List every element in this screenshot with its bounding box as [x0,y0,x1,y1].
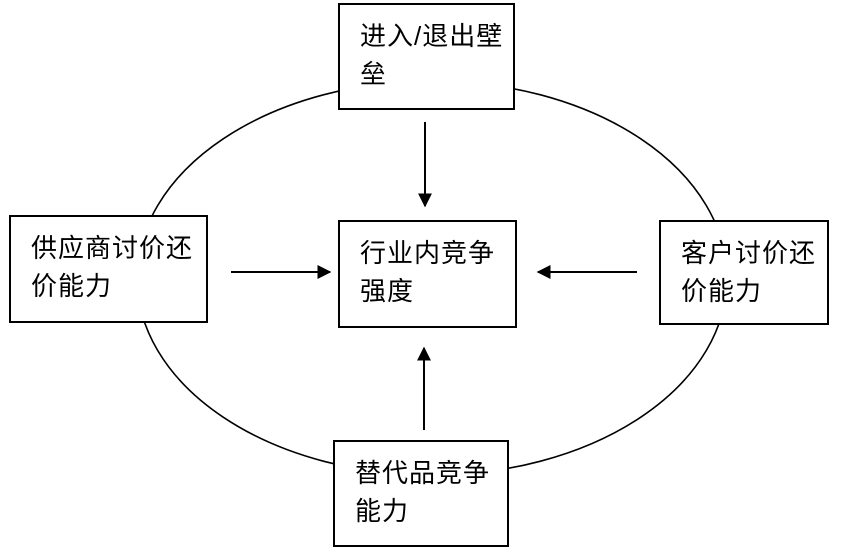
node-label-line: 替代品竞争 [355,458,491,488]
node-supplier-bargaining-power: 供应商讨价还 价能力 [9,215,208,323]
node-label-line: 进入/退出壁 [360,21,504,51]
node-label-line: 垒 [360,59,388,89]
node-label-line: 价能力 [681,276,763,306]
node-label-line: 强度 [360,276,415,306]
node-industry-rivalry-intensity: 行业内竞争 强度 [338,220,517,328]
node-entry-exit-barriers: 进入/退出壁 垒 [338,3,515,110]
node-label-line: 能力 [355,496,410,526]
node-customer-bargaining-power: 客户讨价还 价能力 [659,220,829,325]
node-label-line: 供应商讨价还 [31,233,194,263]
node-label-line: 行业内竞争 [360,238,496,268]
node-substitute-competition: 替代品竞争 能力 [333,440,509,547]
node-label-line: 价能力 [31,271,113,301]
node-label-line: 客户讨价还 [681,238,817,268]
